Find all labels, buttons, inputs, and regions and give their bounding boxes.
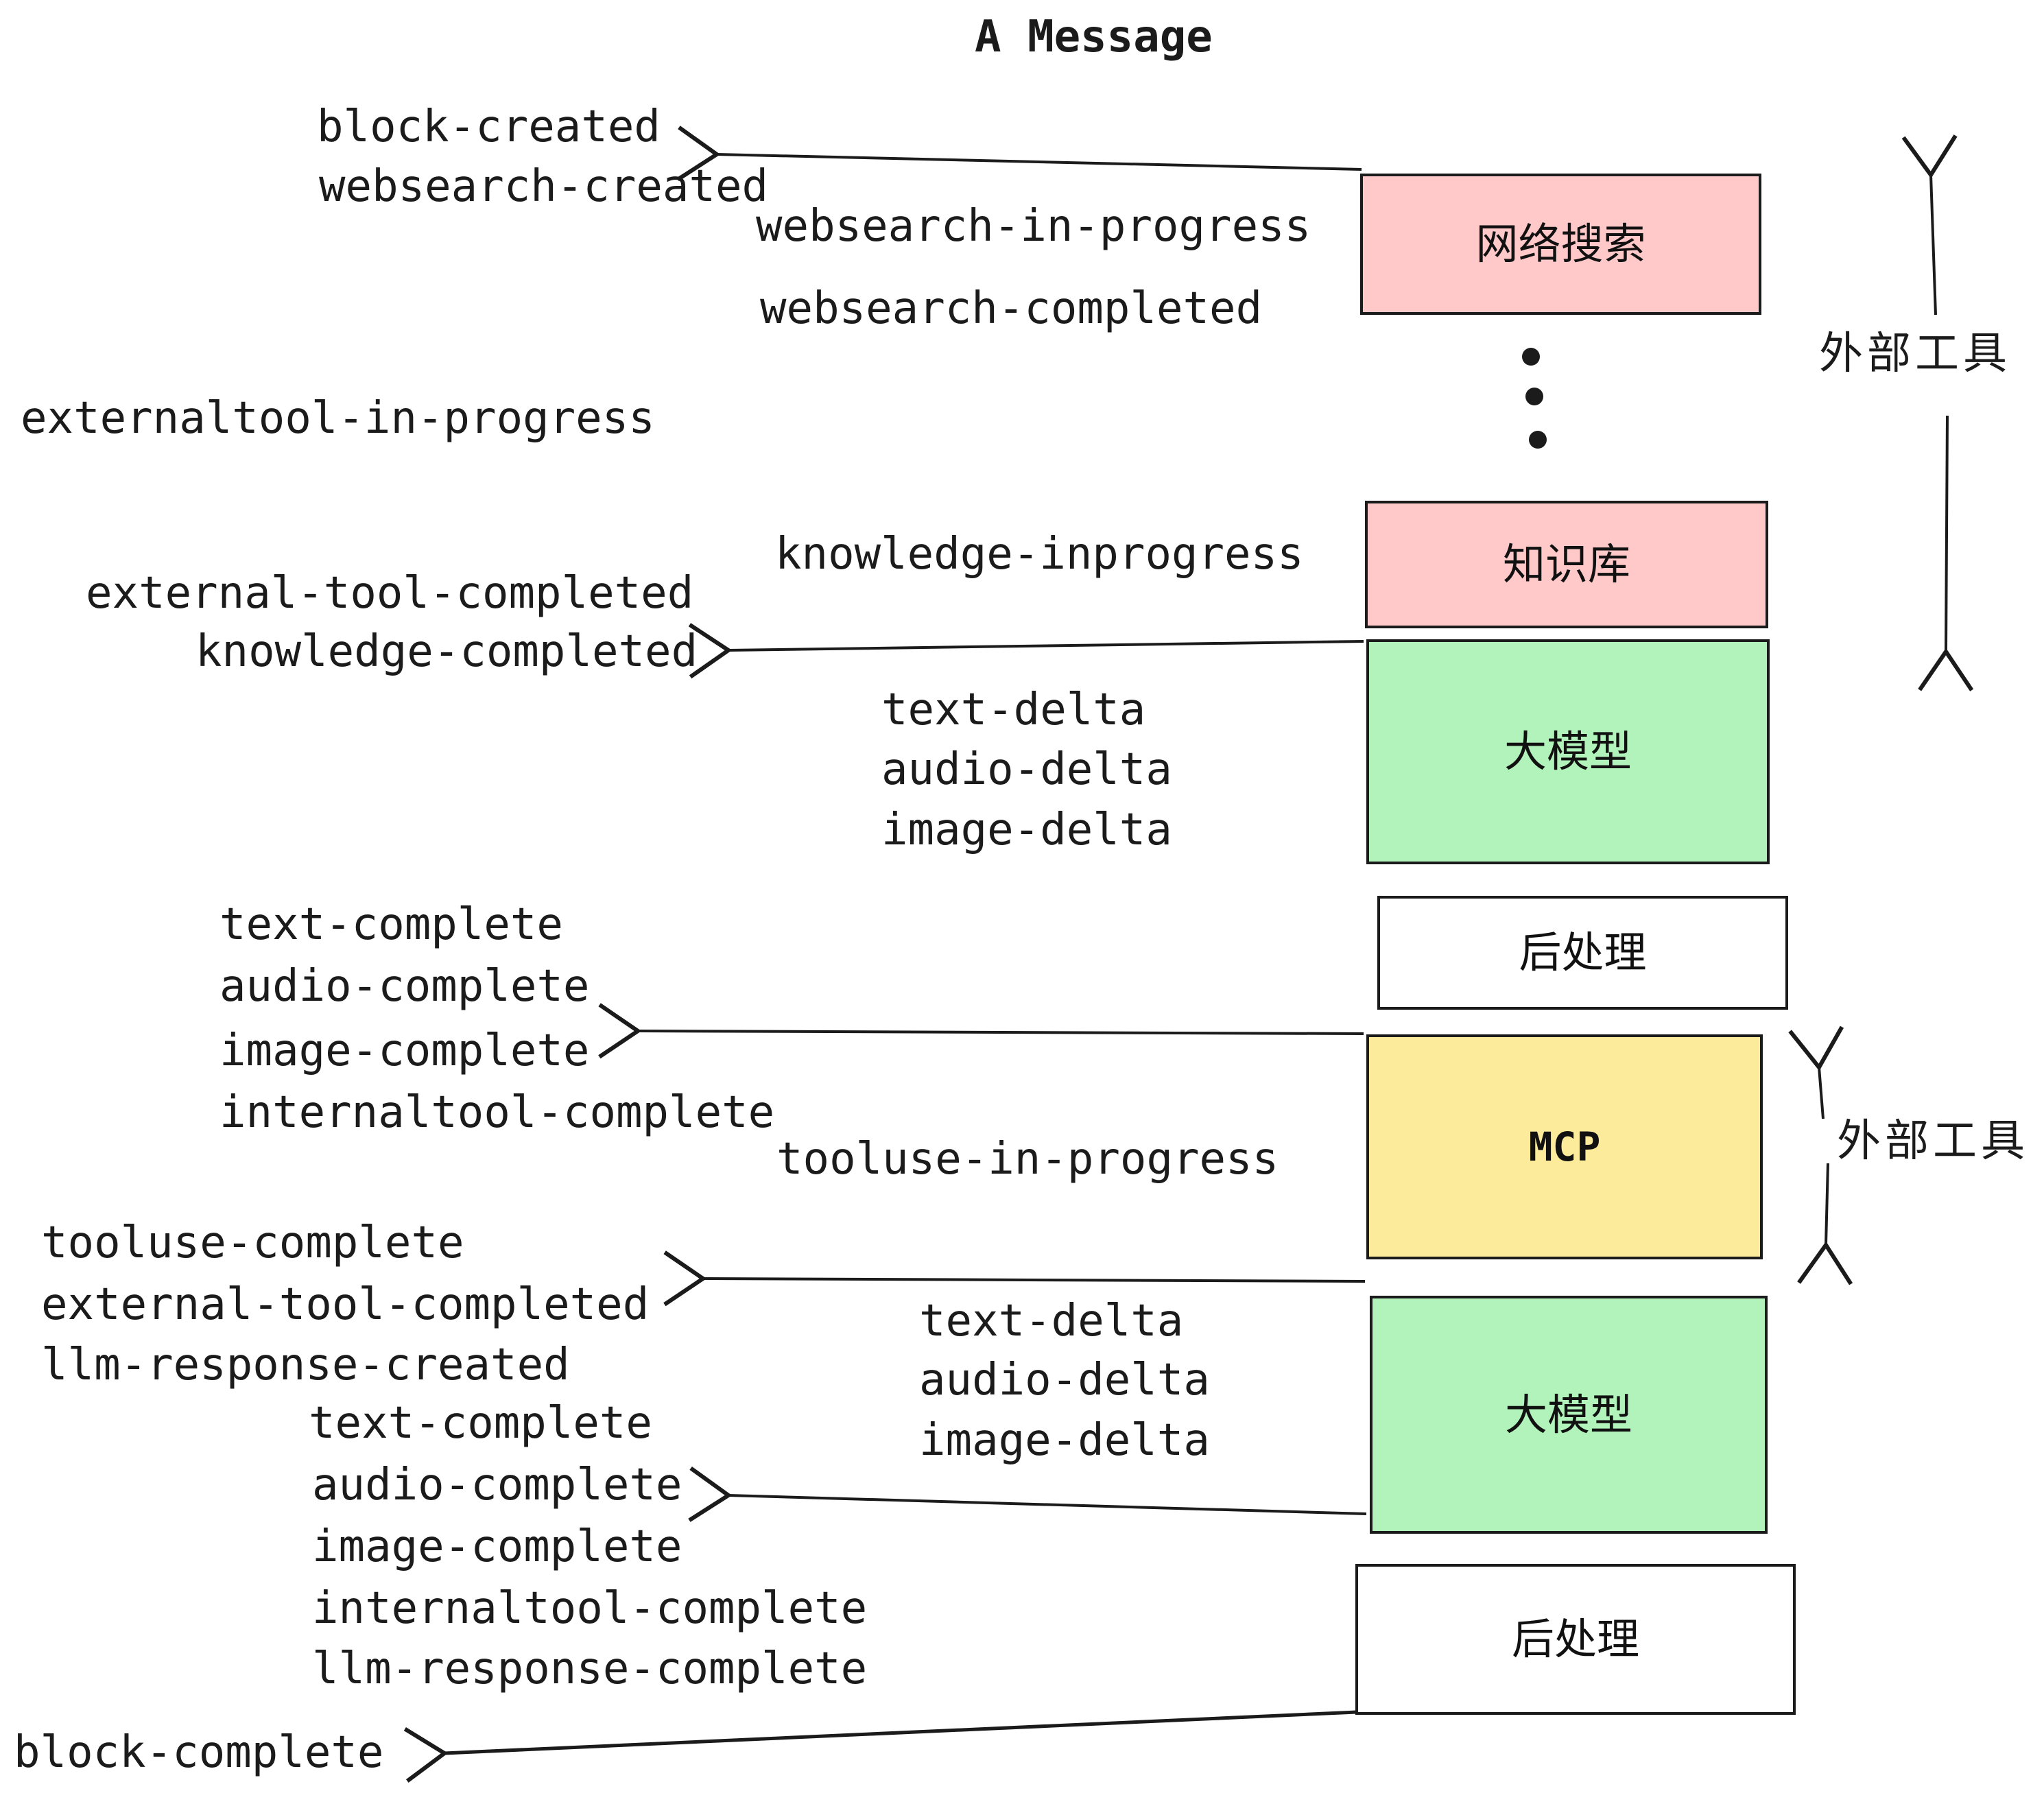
event-label-llm-response-complete: llm-response-complete (312, 1643, 868, 1694)
arrow-mcp-to-tooluse-complete (663, 1250, 1366, 1307)
diagram-title: A Message (975, 12, 1213, 62)
event-label-websearch-in-progress: websearch-in-progress (756, 201, 1311, 252)
arrow-mcp-to-image-complete (598, 1003, 1364, 1059)
websearch-box-label: 网络搜索 (1475, 219, 1646, 269)
event-label-audio-delta-1: audio-delta (881, 744, 1172, 795)
event-label-audio-delta-2: audio-delta (919, 1355, 1210, 1405)
dot (1522, 348, 1540, 366)
event-label-text-complete-2: text-complete (309, 1398, 652, 1449)
event-label-image-complete-1: image-complete (219, 1025, 590, 1076)
event-label-websearch-completed: websearch-completed (760, 283, 1263, 334)
event-label-websearch-created: websearch-created (319, 161, 769, 212)
external-tools-label-bottom: 外部工具 (1837, 1116, 2029, 1167)
event-label-llm-response-created: llm-response-created (41, 1340, 570, 1390)
event-label-text-delta-2: text-delta (919, 1296, 1184, 1346)
postprocess-box-1-label: 后处理 (1519, 927, 1647, 977)
mcp-box-label: MCP (1528, 1124, 1601, 1170)
event-label-externaltool-in-progress: externaltool-in-progress (21, 393, 655, 444)
postprocess-box-2: 后处理 (1355, 1564, 1796, 1715)
knowledge-box: 知识库 (1365, 501, 1768, 628)
arrow-post2-to-block-complete (403, 1710, 1357, 1783)
arrow-websearch-to-block-created (676, 126, 1362, 182)
event-label-image-delta-1: image-delta (881, 805, 1172, 855)
event-label-audio-complete-1: audio-complete (219, 961, 590, 1012)
event-label-internaltool-complete-2: internaltool-complete (312, 1583, 868, 1634)
event-label-external-tool-completed: external-tool-completed (86, 568, 694, 619)
postprocess-box-1: 后处理 (1377, 896, 1788, 1010)
event-label-block-created: block-created (317, 102, 661, 152)
llm-box-1-label: 大模型 (1504, 726, 1632, 776)
event-label-internaltool-complete-1: internaltool-complete (219, 1087, 775, 1138)
event-label-image-complete-2: image-complete (312, 1521, 682, 1572)
external-tools-up-arrow-bottom (1788, 1025, 1844, 1119)
llm-box-1: 大模型 (1366, 639, 1770, 864)
postprocess-box-2-label: 后处理 (1511, 1614, 1639, 1664)
event-label-knowledge-inprogress: knowledge-inprogress (775, 529, 1304, 580)
llm-box-2: 大模型 (1370, 1296, 1768, 1534)
arrow-llm2-to-audio-complete (688, 1466, 1367, 1522)
event-label-text-complete-1: text-complete (219, 899, 563, 950)
external-tools-label-top: 外部工具 (1819, 329, 2011, 379)
event-label-block-complete: block-complete (14, 1727, 384, 1778)
dot (1525, 388, 1543, 405)
external-tools-up-arrow-top (1901, 134, 1958, 316)
knowledge-box-label: 知识库 (1502, 539, 1630, 589)
event-label-audio-complete-2: audio-complete (312, 1460, 682, 1510)
websearch-box: 网络搜索 (1360, 174, 1761, 315)
event-label-tooluse-complete: tooluse-complete (41, 1218, 464, 1268)
mcp-box: MCP (1366, 1034, 1763, 1259)
event-label-image-delta-2: image-delta (919, 1415, 1210, 1466)
external-tools-down-arrow-bottom (1797, 1163, 1853, 1285)
event-label-tooluse-in-progress: tooluse-in-progress (776, 1134, 1279, 1185)
dot (1529, 431, 1547, 449)
arrow-knowledge-to-knowledge-completed (688, 623, 1364, 679)
event-label-external-tool-completed-2: external-tool-completed (41, 1279, 650, 1330)
external-tools-down-arrow-top (1918, 415, 1974, 691)
event-label-knowledge-completed: knowledge-completed (195, 626, 698, 677)
llm-box-2-label: 大模型 (1504, 1389, 1632, 1440)
event-label-text-delta-1: text-delta (881, 685, 1146, 735)
